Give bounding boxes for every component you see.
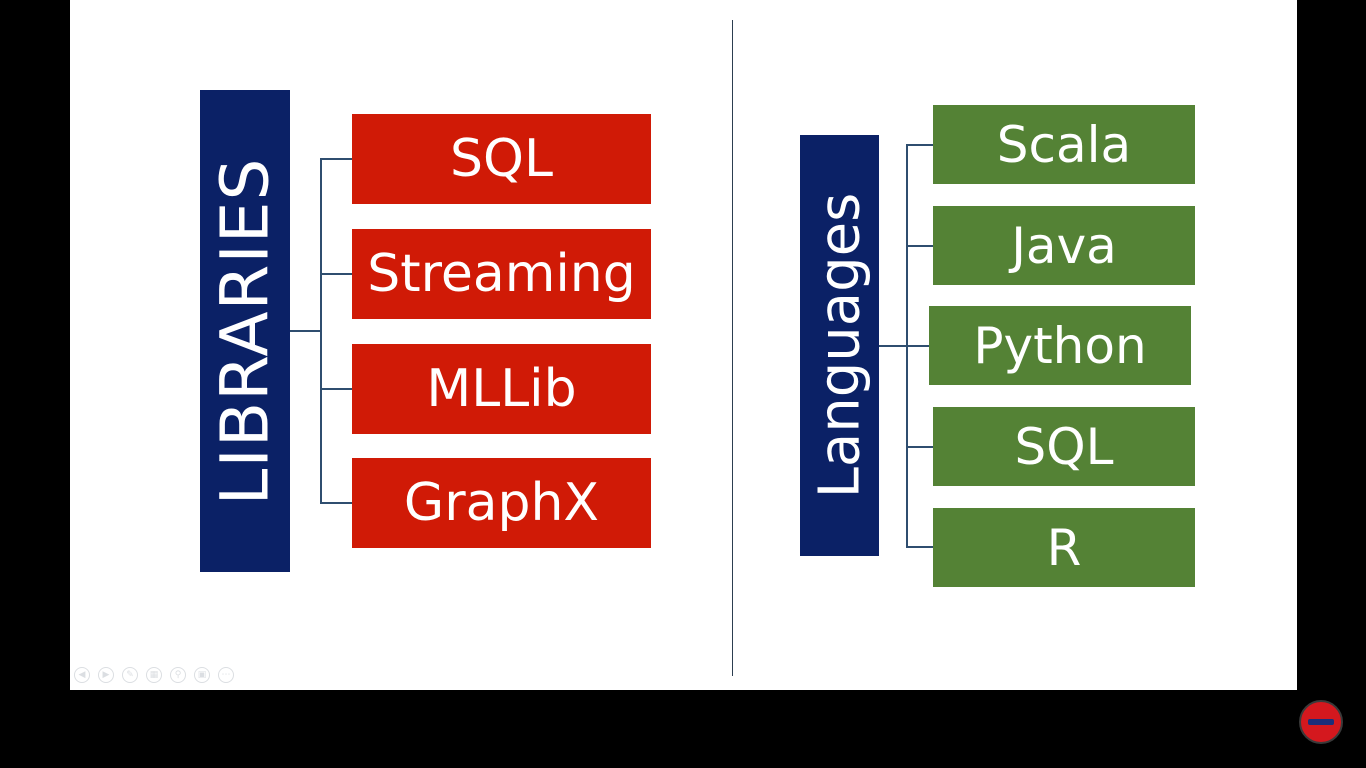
libraries-connector-branch [320,388,352,390]
languages-connector-branch [906,446,933,448]
libraries-connector-spine [320,158,322,503]
language-java-box: Java [933,206,1195,285]
slides-grid-icon[interactable]: ▦ [146,667,162,683]
languages-connector-branch [906,345,930,347]
libraries-title-box: LIBRARIES [200,90,290,572]
previous-slide-icon[interactable]: ◀ [74,667,90,683]
libraries-connector-branch [320,158,352,160]
section-divider [732,20,733,676]
channel-logo [1299,700,1343,744]
libraries-title: LIBRARIES [206,157,284,505]
libraries-connector-branch [320,273,352,275]
languages-connector-branch [906,245,933,247]
slideshow-toolbar: ◀ ▶ ✎ ▦ ⚲ ▣ ⋯ [74,667,234,685]
language-sql-box: SQL [933,407,1195,486]
languages-connector-stem [879,345,906,347]
languages-connector-branch [906,546,933,548]
languages-title-box: Languages [800,135,879,556]
pen-icon[interactable]: ✎ [122,667,138,683]
next-slide-icon[interactable]: ▶ [98,667,114,683]
screen-icon[interactable]: ▣ [194,667,210,683]
language-python-box: Python [929,306,1191,385]
library-mllib-box: MLLib [352,344,651,434]
library-graphx-box: GraphX [352,458,651,548]
languages-title: Languages [807,192,873,499]
zoom-icon[interactable]: ⚲ [170,667,186,683]
libraries-connector-branch [320,502,352,504]
language-r-box: R [933,508,1195,587]
library-sql-box: SQL [352,114,651,204]
more-options-icon[interactable]: ⋯ [218,667,234,683]
library-streaming-box: Streaming [352,229,651,319]
libraries-connector-stem [290,330,320,332]
languages-connector-branch [906,144,933,146]
slide: LIBRARIES SQL Streaming MLLib GraphX Lan… [70,0,1297,690]
language-scala-box: Scala [933,105,1195,184]
